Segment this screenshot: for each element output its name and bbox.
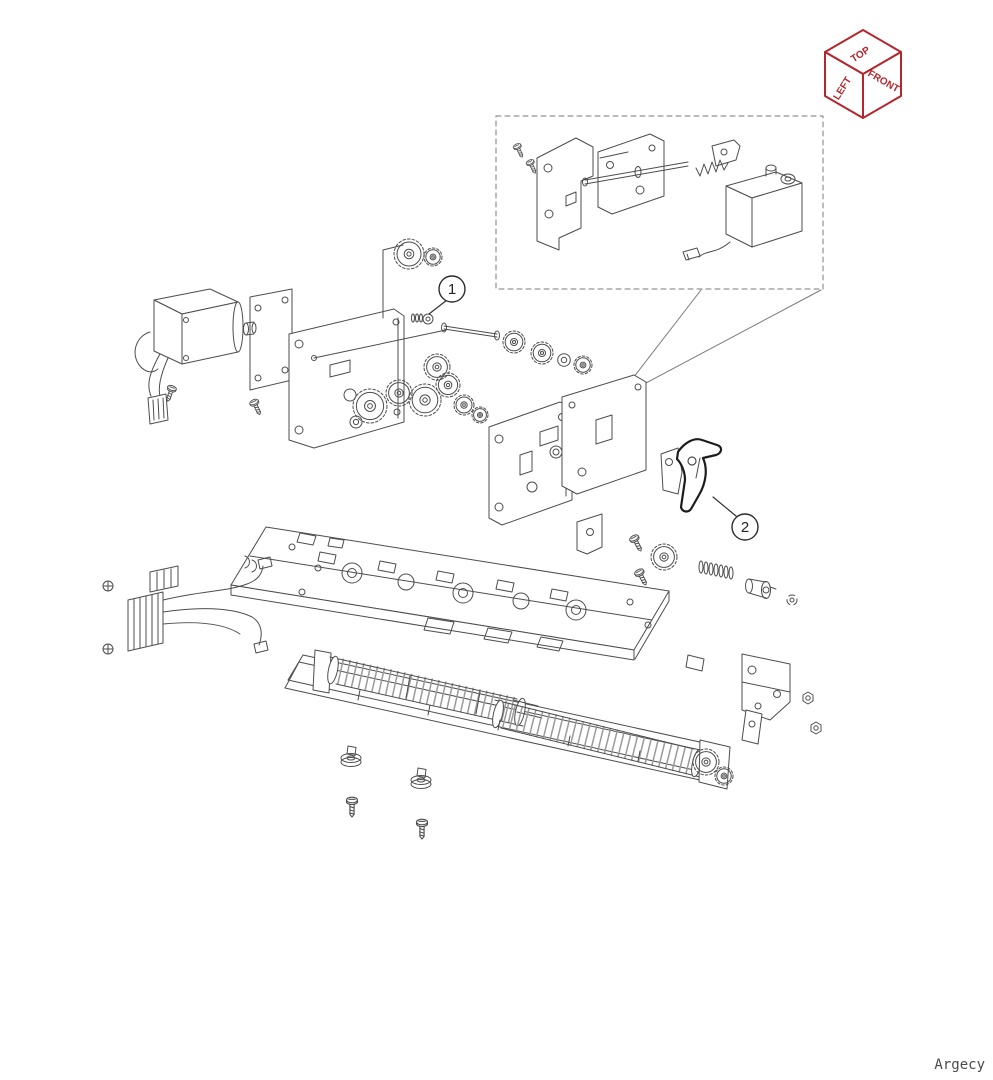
callout2-part-lever (660, 438, 723, 513)
exploded-axis-line (382, 244, 404, 319)
corrugated-roller-1 (330, 656, 523, 726)
retainer-clip (786, 594, 798, 606)
callout-1-number: 1 (448, 281, 456, 298)
gear-plate (288, 244, 447, 449)
detail-inset-box (495, 115, 824, 384)
solenoid-detail-assembly (512, 133, 803, 261)
motor-assembly (134, 288, 293, 425)
chassis-top-plate (230, 526, 670, 661)
cube-front-face (862, 51, 902, 119)
right-mount-bracket (685, 653, 822, 745)
solenoid-wire (698, 241, 731, 258)
corrugated-roller-2 (494, 700, 701, 777)
callout1-part-spring-washer (411, 313, 434, 325)
motor-connector (147, 393, 169, 425)
feed-frame-plates (488, 374, 798, 606)
callout-1: 1 (428, 275, 466, 315)
inset-leader-lines (632, 289, 822, 384)
mounting-foot-2 (410, 767, 432, 789)
mounting-foot-1 (340, 745, 362, 767)
coupling (745, 578, 777, 599)
callout-2-number: 2 (741, 519, 749, 536)
callout-2: 2 (712, 496, 759, 541)
watermark-text: Argecy (934, 1057, 985, 1073)
detail-spring (695, 159, 729, 177)
gear-train (349, 238, 593, 429)
drive-shaft (441, 322, 500, 341)
motor-wires (134, 331, 169, 397)
solenoid-body (725, 164, 803, 248)
compression-spring (698, 560, 734, 580)
wire-harness (102, 556, 273, 655)
orientation-cube: TOP LEFT FRONT (824, 29, 902, 119)
roller-assembly (284, 649, 734, 840)
